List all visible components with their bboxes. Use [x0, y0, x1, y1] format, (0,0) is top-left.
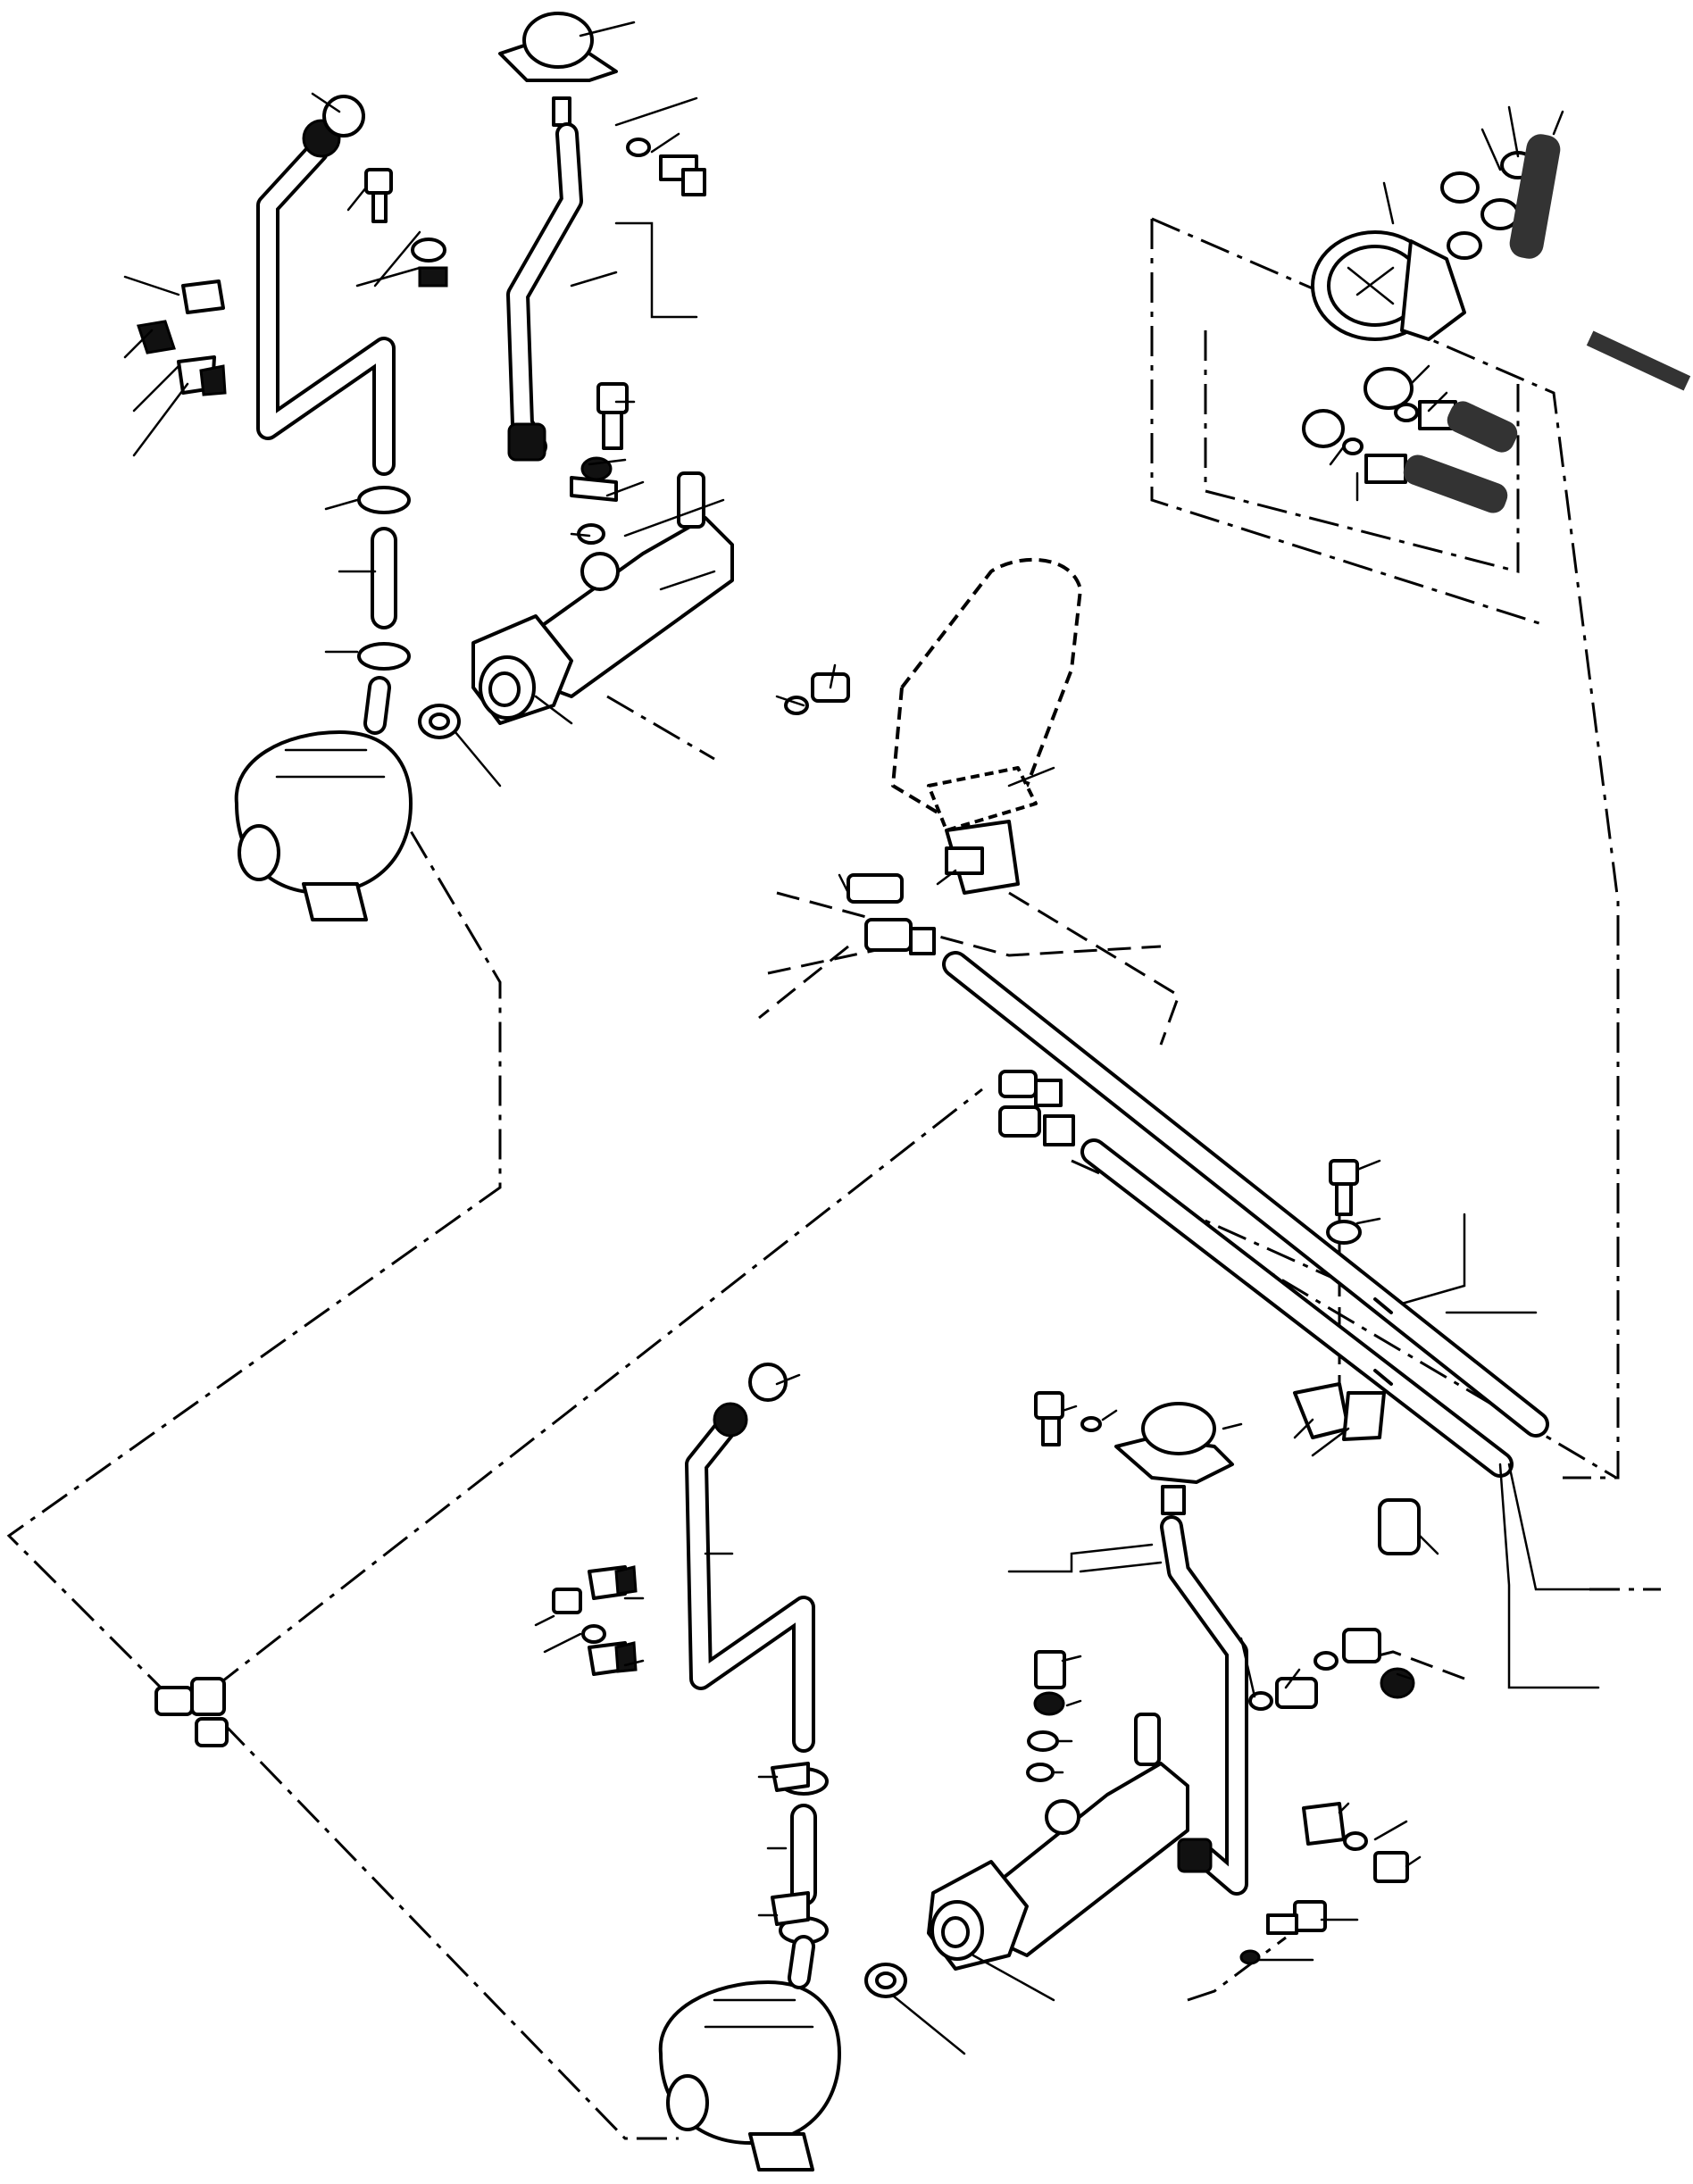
pressure-gauge [1311, 134, 1561, 341]
upper-hardware [137, 138, 850, 715]
lower-master-cylinder [927, 1650, 1189, 1971]
gauge-fittings [1302, 330, 1691, 513]
upper-seal-ring-inner [429, 713, 450, 730]
lower-seal-ring-inner [875, 1971, 897, 1989]
upper-hose [357, 486, 411, 671]
lower-tee [154, 1677, 229, 1747]
lower-s-pipe [685, 1363, 815, 1753]
leader-lines [123, 21, 1600, 2055]
upper-master-cylinder [471, 471, 734, 725]
diagonal-tubes [942, 951, 1549, 1478]
brake-pedal [891, 557, 1082, 895]
upper-booster [234, 676, 413, 921]
lower-booster [658, 1935, 841, 2171]
linkage-tees [758, 873, 1075, 1146]
upper-reservoir [498, 12, 618, 462]
lower-hardware [552, 1391, 1415, 1965]
lower-reservoir [1114, 1402, 1248, 1896]
upper-s-pipe [256, 95, 396, 476]
